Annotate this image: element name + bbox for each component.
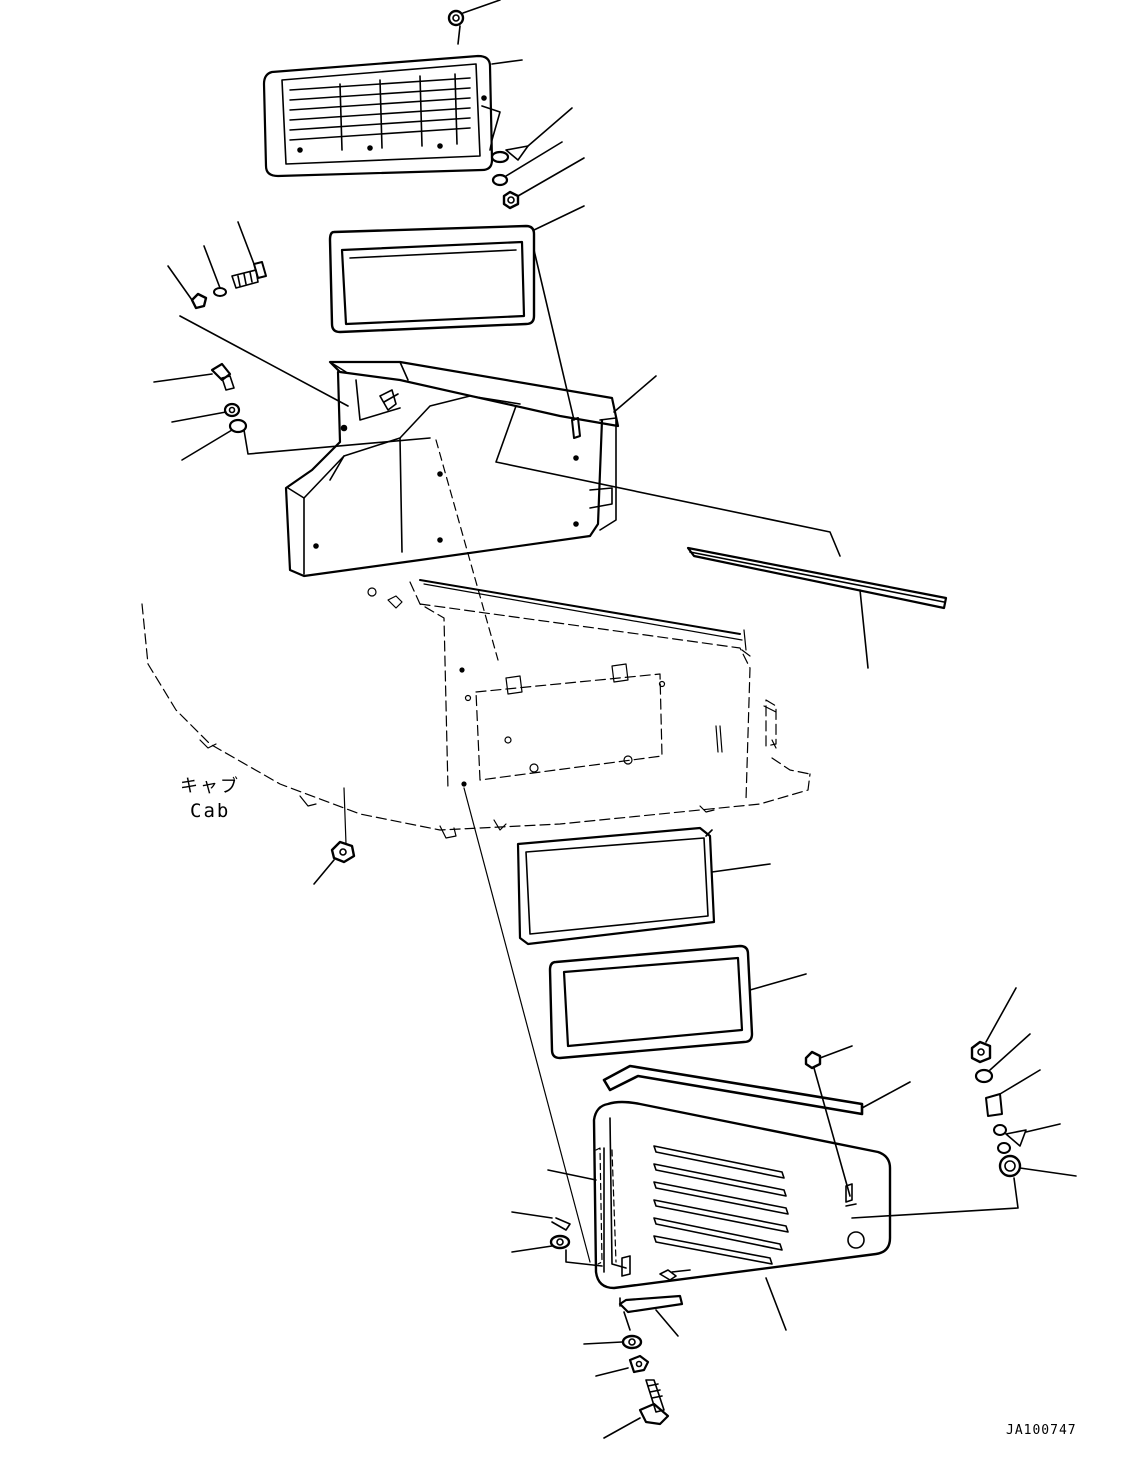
cab-nut [313,787,356,885]
panel-left-fasteners [511,1169,603,1267]
upper-filter-element [328,205,585,334]
lower-filter-frame [516,826,771,946]
outer-grille [262,54,494,178]
lower-seal-strip [602,1064,911,1116]
left-bolts-lower [153,362,431,461]
right-fastener-stack [851,987,1077,1219]
right-seal-strip [686,546,948,669]
washer-nut-stack [481,105,585,210]
left-bolts-upper [167,221,349,407]
lower-bolt-stack [583,1311,670,1439]
hinge-pin [618,1294,684,1337]
leader-lid [613,375,657,413]
bottom-cover-panel [592,1100,892,1331]
duct-box [284,360,620,578]
filter-guide-line [533,249,575,421]
strip-nut [804,1045,853,1197]
seal-bracket-lines [495,405,841,557]
cab-details [199,579,777,839]
guide-line-lower [463,787,591,1263]
figure-number: JA100747 [1006,1423,1077,1438]
lower-filter-element [548,944,807,1060]
cab-outline [141,581,811,831]
leader-grille [491,59,523,65]
cab-label-japanese: キャブ [180,776,240,797]
top-bolt [447,0,501,45]
guide-line-upper [435,439,499,661]
cab-label-english: Cab [190,800,231,822]
